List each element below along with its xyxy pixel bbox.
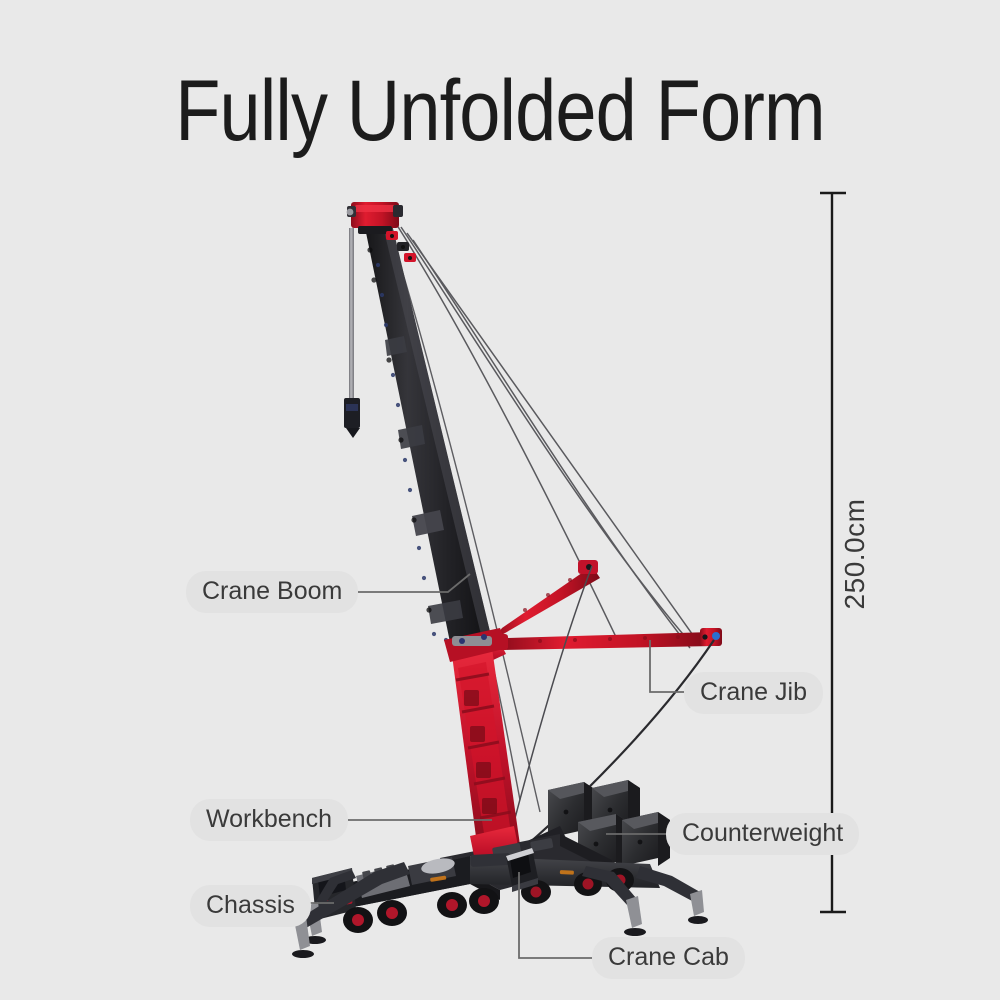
leader-lines [288,573,684,959]
jib-pendant-cables [511,639,715,859]
label-crane-boom: Crane Boom [186,571,359,614]
crane-boom-structure [362,212,492,652]
hoist-rope-and-hook [344,228,360,438]
label-chassis: Chassis [190,885,311,928]
page-title: Fully Unfolded Form [175,63,825,159]
dimension-line [820,191,846,914]
crane-jib-structure [470,560,722,668]
dimension-value-label: 250.0cm [839,498,870,610]
leader-crane-jib [649,640,684,693]
leader-crane-cab [518,872,592,959]
leader-crane-boom [336,573,471,593]
boom-head-block [346,202,403,234]
label-workbench: Workbench [190,799,348,842]
cable-sheave-nodes [386,231,416,262]
label-counterweight: Counterweight [666,813,860,856]
boom-guy-cables [394,221,701,649]
crane-mast-structure [444,628,520,852]
outriggers [292,862,708,958]
jib-support-cable [507,565,593,846]
label-crane-cab: Crane Cab [592,937,745,980]
label-crane-jib: Crane Jib [684,672,823,715]
chassis-structure [292,848,708,958]
